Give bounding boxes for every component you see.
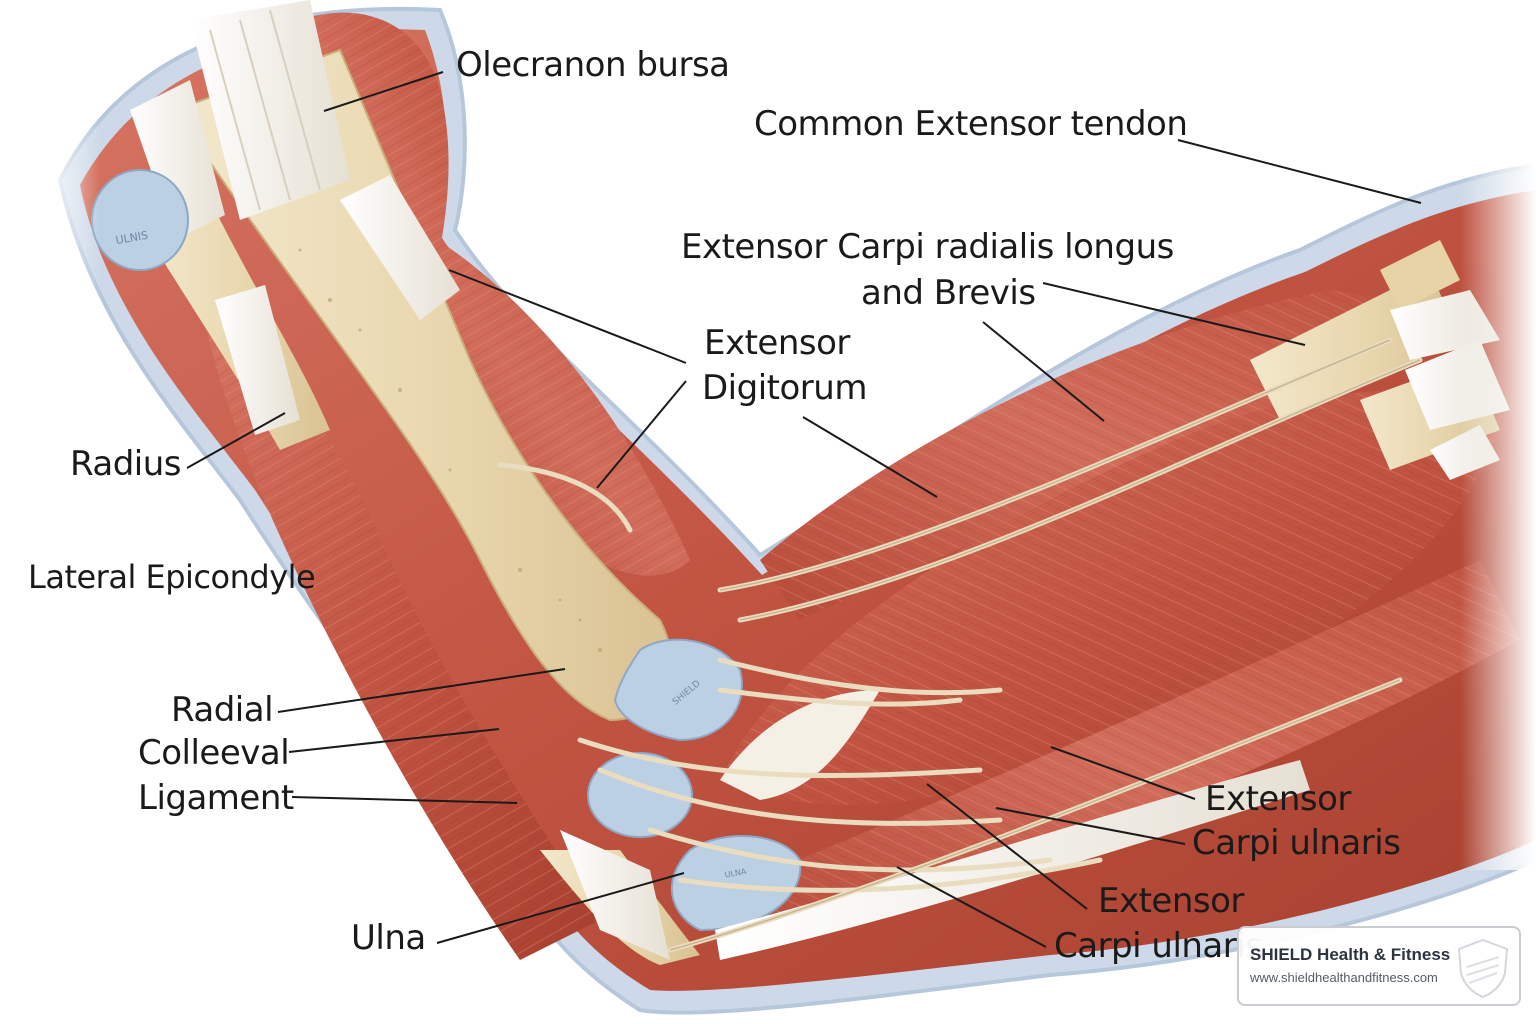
leader-ulna [436, 872, 685, 944]
label-common-extensor-tendon: Common Extensor tendon [754, 104, 1188, 144]
leader-common-extensor-tendon [1177, 139, 1422, 204]
wrist-bone-top [1380, 240, 1460, 310]
brand-url: www.shieldhealthandfitness.com [1250, 970, 1438, 985]
label-extensor-digitorum-line1: Extensor [704, 323, 850, 363]
label-ecu-b-line2: Carpi ulnaris [1054, 926, 1263, 966]
label-radial: Radial [171, 690, 274, 730]
label-ulna: Ulna [351, 918, 426, 958]
brand-badge[interactable]: SHIELD Health & Fitness www.shieldhealth… [1237, 926, 1521, 1006]
lower-cartilage-inscription: ULNA [724, 867, 748, 880]
label-lateral-epicondyle: Lateral Epicondyle [28, 558, 316, 596]
leader-ecu-b-2 [896, 866, 1047, 948]
humerus-bone [173, 48, 673, 722]
label-ecr-longus-line2: and Brevis [861, 273, 1036, 313]
joint-cartilage [613, 638, 743, 742]
label-ecu-b-line1: Extensor [1098, 881, 1244, 921]
lower-forearm-tendon [715, 760, 1310, 960]
left-cartilage [91, 169, 189, 271]
label-extensor-digitorum-line2: Digitorum [702, 368, 867, 408]
olecranon-tendon [190, 0, 350, 220]
label-radius: Radius [70, 444, 182, 484]
label-colleeval: Colleeval [138, 733, 290, 773]
leader-ecu-a-2 [995, 807, 1186, 845]
leader-lines [186, 71, 1422, 948]
label-ecr-longus-line1: Extensor Carpi radialis longus [681, 227, 1174, 267]
label-ecu-a-line1: Extensor [1205, 779, 1351, 819]
label-ecu-a-line2: Carpi ulnaris [1192, 823, 1401, 863]
left-cartilage-inscription: ULNIS [115, 229, 149, 247]
leader-ecrl-3 [802, 416, 938, 498]
leader-ecu-a-1 [1050, 746, 1196, 800]
ulna-tendon-cap [560, 830, 670, 960]
label-ligament: Ligament [138, 778, 294, 818]
shield-logo-icon [1457, 938, 1509, 999]
extensor-tendon-cap [340, 175, 460, 320]
leader-colleeval [288, 728, 500, 753]
leader-ecrl-1 [1042, 282, 1306, 346]
brand-name: SHIELD Health & Fitness [1250, 945, 1451, 964]
radius-tendon-cap [215, 285, 300, 435]
leader-ecu-b-1 [926, 783, 1088, 910]
leader-radial [277, 668, 566, 713]
leader-radius [186, 412, 286, 469]
leader-olecranon-bursa [323, 71, 444, 112]
leader-ed-1 [448, 269, 687, 364]
left-tendon [130, 80, 225, 240]
label-olecranon-bursa: Olecranon bursa [456, 45, 730, 85]
leader-ecrl-2 [982, 321, 1105, 422]
leader-ed-2 [596, 380, 687, 489]
leader-ligament [291, 796, 518, 804]
olecranon-tendon-lines [209, 9, 321, 211]
